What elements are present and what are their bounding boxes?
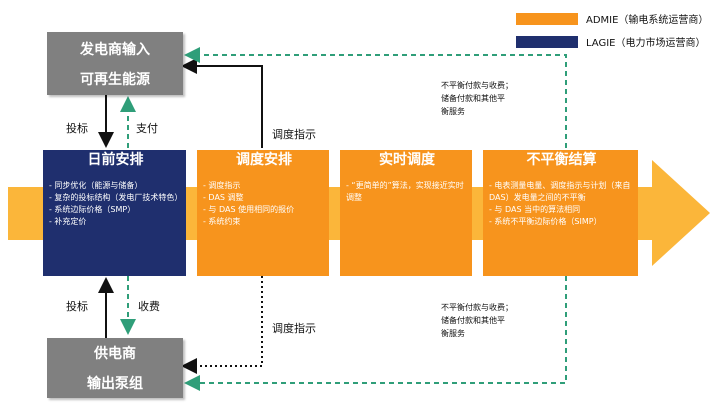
settlement-note-bottom-line: 储备付款和其他平	[441, 316, 505, 325]
stage-day-ahead-item: - 同步优化（能源与储备）	[49, 181, 143, 190]
legend-swatch-admie	[516, 12, 578, 25]
stage-dispatch-schedule-item: - 系统约束	[203, 217, 241, 226]
settlement-note-top-line: 衡服务	[441, 107, 465, 116]
dispatch-top-label: 调度指示	[272, 128, 316, 141]
stage-day-ahead: 日前安排 - 同步优化（能源与储备） - 复杂的投标结构（发电厂技术特色） - …	[43, 150, 186, 276]
stage-day-ahead-list: - 同步优化（能源与储备） - 复杂的投标结构（发电厂技术特色） - 系统边际价…	[49, 180, 182, 228]
stage-realtime-dispatch-title: 实时调度	[379, 152, 435, 168]
dispatch-bottom-label: 调度指示	[272, 322, 316, 335]
stage-dispatch-schedule-item: - DAS 调整	[203, 193, 244, 202]
stage-day-ahead-item: - 系统边际价格（SMP）	[49, 205, 136, 214]
stage-imbalance-settlement: 不平衡结算 - 电表测量电量、调度指示与计划（来自 DAS）发电量之间的不平衡 …	[483, 150, 638, 276]
stage-dispatch-schedule-item: - 与 DAS 使用相同的报价	[203, 205, 295, 214]
stage-imbalance-settlement-list: - 电表测量电量、调度指示与计划（来自 DAS）发电量之间的不平衡 - 与 DA…	[489, 180, 634, 228]
stage-realtime-dispatch-item: - “更简单的”算法，实现接近实时调整	[346, 181, 464, 202]
generator-input-line1: 发电商输入	[80, 41, 150, 58]
pay-label: 支付	[136, 122, 158, 135]
settlement-note-top: 不平衡付款与收费； 储备付款和其他平 衡服务	[441, 79, 513, 118]
supplier-output-line2: 输出泵组	[87, 376, 143, 392]
supplier-output-line1: 供电商	[94, 346, 136, 362]
settlement-note-top-line: 储备付款和其他平	[441, 94, 505, 103]
settlement-to-generator-arrow	[184, 47, 567, 148]
charge-label: 收费	[138, 300, 160, 313]
legend-swatch-lagie	[516, 35, 578, 48]
stage-dispatch-schedule: 调度安排 - 调度指示 - DAS 调整 - 与 DAS 使用相同的报价 - 系…	[197, 150, 329, 276]
settlement-note-bottom-line: 不平衡付款与收费；	[441, 303, 513, 312]
supplier-output-box: 供电商 输出泵组	[47, 338, 183, 398]
stage-day-ahead-item: - 复杂的投标结构（发电厂技术特色）	[49, 193, 183, 202]
bid-bottom-label: 投标	[66, 300, 88, 313]
settlement-note-top-line: 不平衡付款与收费；	[441, 81, 513, 90]
stage-realtime-dispatch: 实时调度 - “更简单的”算法，实现接近实时调整	[340, 150, 472, 276]
dispatch-to-supplier-arrow	[181, 276, 263, 374]
settlement-note-bottom-line: 衡服务	[441, 329, 465, 338]
stage-realtime-dispatch-list: - “更简单的”算法，实现接近实时调整	[346, 180, 468, 204]
generator-input-line2: 可再生能源	[80, 71, 150, 88]
settlement-to-supplier-arrow	[184, 276, 567, 391]
legend-item-lagie: LAGIE（电力市场运营商）	[516, 34, 705, 49]
stage-imbalance-settlement-item: - 电表测量电量、调度指示与计划（来自 DAS）发电量之间的不平衡	[489, 181, 631, 202]
stage-imbalance-settlement-item: - 与 DAS 当中的算法相同	[489, 205, 581, 214]
generator-input-box: 发电商输入 可再生能源	[47, 32, 183, 95]
stage-dispatch-schedule-item: - 调度指示	[203, 181, 241, 190]
settlement-note-bottom: 不平衡付款与收费； 储备付款和其他平 衡服务	[441, 301, 513, 340]
legend-label-admie: ADMIE（输电系统运营商）	[586, 15, 709, 26]
dispatch-to-generator-arrow	[181, 58, 263, 148]
stage-dispatch-schedule-title: 调度安排	[236, 152, 292, 168]
stage-day-ahead-title: 日前安排	[87, 152, 144, 168]
stage-day-ahead-item: - 补充定价	[49, 217, 87, 226]
stage-dispatch-schedule-list: - 调度指示 - DAS 调整 - 与 DAS 使用相同的报价 - 系统约束	[203, 180, 325, 228]
stage-imbalance-settlement-item: - 系统不平衡边际价格（SIMP）	[489, 217, 602, 226]
stage-imbalance-settlement-title: 不平衡结算	[526, 152, 597, 168]
bid-top-label: 投标	[66, 122, 88, 135]
legend-label-lagie: LAGIE（电力市场运营商）	[586, 38, 706, 49]
legend-item-admie: ADMIE（输电系统运营商）	[516, 11, 708, 26]
